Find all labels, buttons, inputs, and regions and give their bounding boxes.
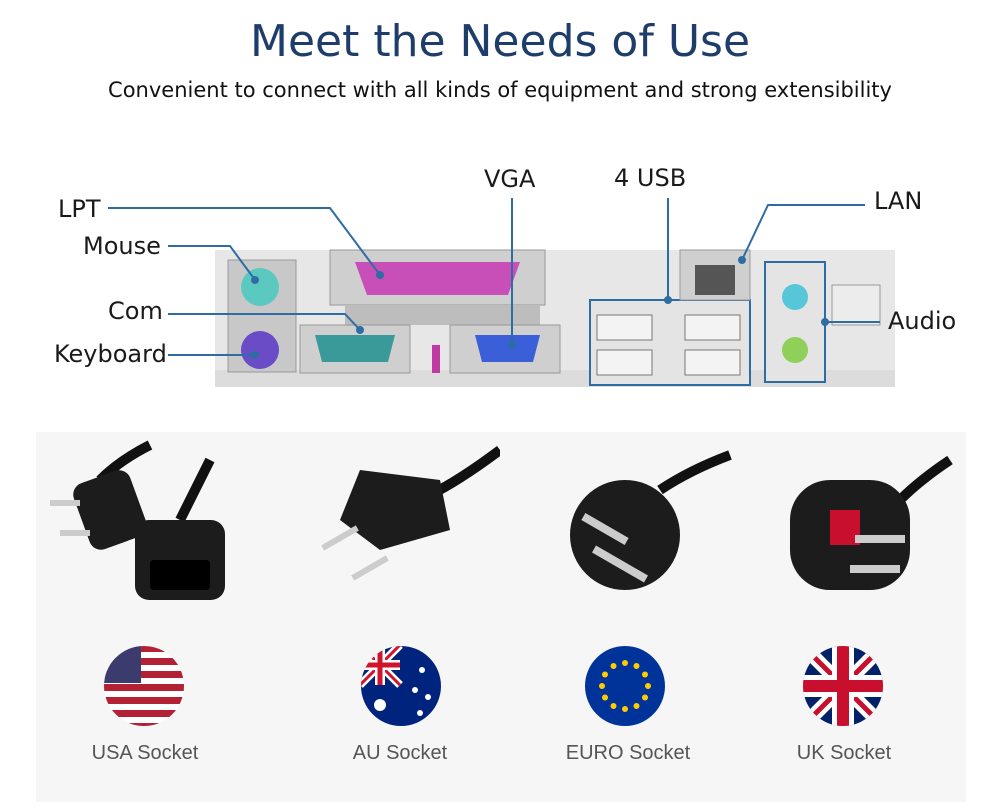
euro-socket-label: EURO Socket [565, 742, 691, 764]
au-flag-icon [361, 646, 441, 726]
mouse-label: Mouse [83, 232, 161, 260]
uk-socket-label: UK Socket [796, 742, 892, 764]
audio-label: Audio [888, 307, 957, 335]
au-socket-label: AU Socket [352, 742, 448, 764]
motherboard-io-diagram [108, 198, 895, 387]
euro-plug-icon [570, 450, 732, 590]
audio-line-out-icon [782, 337, 808, 363]
usa-plug-icon [50, 440, 225, 600]
callout-lines [108, 198, 880, 359]
audio-line-in-icon [782, 284, 808, 310]
usa-flag-icon [104, 646, 184, 726]
lpt-label: LPT [58, 195, 101, 223]
com-port-icon [315, 335, 395, 362]
page-subtitle: Convenient to connect with all kinds of … [108, 78, 892, 102]
lan-port-icon [695, 265, 735, 295]
usb-port-icon [596, 314, 653, 341]
io-panel-illustration: LPT Mouse Com Keyboard VGA 4 USB LAN Aud… [0, 150, 1000, 420]
vga-port-icon [475, 335, 540, 362]
lan-label: LAN [874, 187, 923, 215]
vga-label: VGA [484, 165, 536, 193]
usb-label: 4 USB [614, 164, 687, 192]
uk-plug-icon [790, 455, 953, 590]
eu-flag-icon [585, 646, 665, 726]
usa-socket-label: USA Socket [91, 742, 199, 764]
keyboard-label: Keyboard [54, 340, 167, 368]
lpt-port-icon [355, 262, 520, 295]
keyboard-port-icon [241, 331, 279, 369]
mouse-port-icon [241, 268, 279, 306]
com-label: Com [108, 297, 163, 325]
uk-flag-icon [803, 646, 883, 726]
au-plug-icon [321, 445, 500, 581]
page-title: Meet the Needs of Use [249, 16, 751, 67]
